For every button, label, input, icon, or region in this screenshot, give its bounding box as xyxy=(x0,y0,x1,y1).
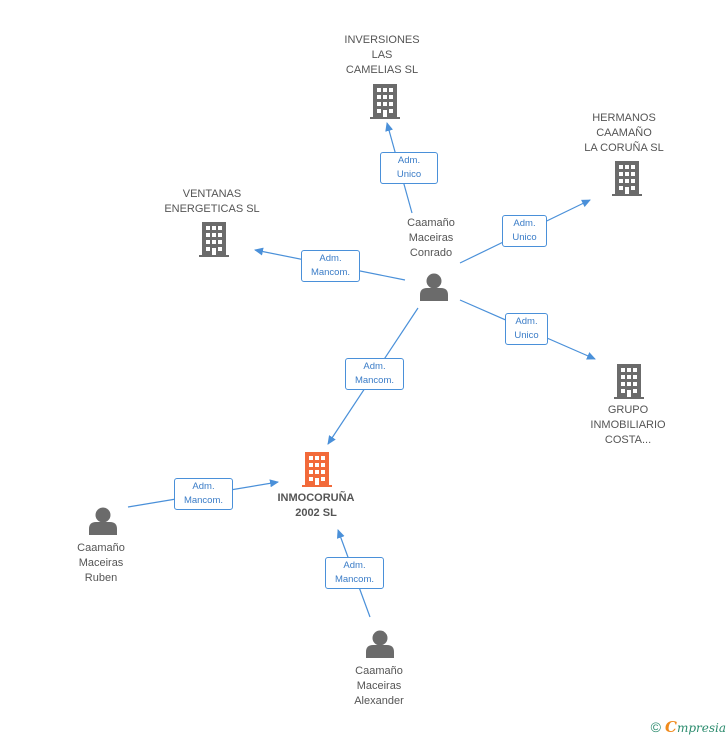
brand-logo-initial: C xyxy=(664,718,677,736)
label-line: COSTA... xyxy=(604,434,652,446)
person-icon[interactable] xyxy=(366,630,394,659)
brand-logo-text: mpresia xyxy=(676,721,726,735)
edge-label-ruben: Adm. Mancom. xyxy=(174,478,233,510)
edge-label-line: Adm. xyxy=(363,361,386,372)
edge-label-line: Adm. xyxy=(192,481,215,492)
edge-label-inmocoruna: Adm. Mancom. xyxy=(345,358,404,390)
node-label-ruben[interactable]: Caamaño Maceiras Ruben xyxy=(51,541,151,586)
building-icon[interactable] xyxy=(612,161,642,196)
edge-label-line: Mancom. xyxy=(354,375,395,386)
brand-footer[interactable]: ©Cmpresia xyxy=(651,718,726,736)
label-line: Caamaño xyxy=(355,665,403,677)
label-line: VENTANAS xyxy=(182,188,242,200)
label-line: GRUPO xyxy=(607,404,649,416)
edge-label-inversiones: Adm. Unico xyxy=(380,152,438,184)
label-line: INMOBILIARIO xyxy=(590,419,666,431)
edge-label-line: Adm. xyxy=(513,218,536,229)
edge-label-line: Adm. xyxy=(319,253,342,264)
edge-label-line: Mancom. xyxy=(334,574,375,585)
edge-label-grupo: Adm. Unico xyxy=(505,313,548,345)
person-icon[interactable] xyxy=(89,507,117,536)
edge-label-hermanos: Adm. Unico xyxy=(502,215,547,247)
label-line: Caamaño xyxy=(407,217,455,229)
label-line: Maceiras xyxy=(408,232,454,244)
edge-label-line: Adm. xyxy=(515,316,538,327)
node-label-alexander[interactable]: Caamaño Maceiras Alexander xyxy=(329,664,429,709)
edge-label-line: Unico xyxy=(514,330,539,341)
node-label-inmocoruna[interactable]: INMOCORUÑA 2002 SL xyxy=(266,491,366,521)
node-label-grupo[interactable]: GRUPO INMOBILIARIO COSTA... xyxy=(578,403,678,448)
edge-label-line: Unico xyxy=(396,169,422,180)
label-line: Ruben xyxy=(84,572,118,584)
edge-label-alexander: Adm. Mancom. xyxy=(325,557,384,589)
edge-label-ventanas: Adm. Mancom. xyxy=(301,250,360,282)
edge-label-line: Adm. xyxy=(397,155,421,166)
label-line: Maceiras xyxy=(78,557,124,569)
label-line: HERMANOS xyxy=(592,112,656,124)
building-icon[interactable] xyxy=(614,364,644,399)
building-icon[interactable] xyxy=(199,222,229,257)
label-line: CAAMAÑO xyxy=(596,127,652,139)
node-label-ventanas[interactable]: VENTANAS ENERGETICAS SL xyxy=(152,187,272,217)
label-line: Alexander xyxy=(354,695,404,707)
node-label-hermanos[interactable]: HERMANOS CAAMAÑO LA CORUÑA SL xyxy=(574,111,674,156)
label-line: INMOCORUÑA xyxy=(277,492,355,504)
person-icon[interactable] xyxy=(420,273,448,302)
node-label-inversiones[interactable]: INVERSIONES LAS CAMELIAS SL xyxy=(332,33,432,78)
label-line: LA CORUÑA SL xyxy=(584,142,664,154)
edge-label-line: Mancom. xyxy=(183,495,224,506)
copyright-icon: © xyxy=(650,719,661,735)
label-line: LAS xyxy=(371,49,393,61)
label-line: ENERGETICAS SL xyxy=(164,203,260,215)
building-icon-main[interactable] xyxy=(302,452,332,487)
label-line: Maceiras xyxy=(356,680,402,692)
label-line: CAMELIAS SL xyxy=(345,64,419,76)
edge-label-line: Mancom. xyxy=(310,267,351,278)
edge-label-line: Unico xyxy=(512,232,537,243)
label-line: Caamaño xyxy=(77,542,125,554)
building-icon[interactable] xyxy=(370,84,400,119)
label-line: INVERSIONES xyxy=(344,34,420,46)
label-line: Conrado xyxy=(409,247,453,259)
edge-label-line: Adm. xyxy=(343,560,366,571)
label-line: 2002 SL xyxy=(295,507,337,519)
node-label-conrado[interactable]: Caamaño Maceiras Conrado xyxy=(381,216,481,261)
